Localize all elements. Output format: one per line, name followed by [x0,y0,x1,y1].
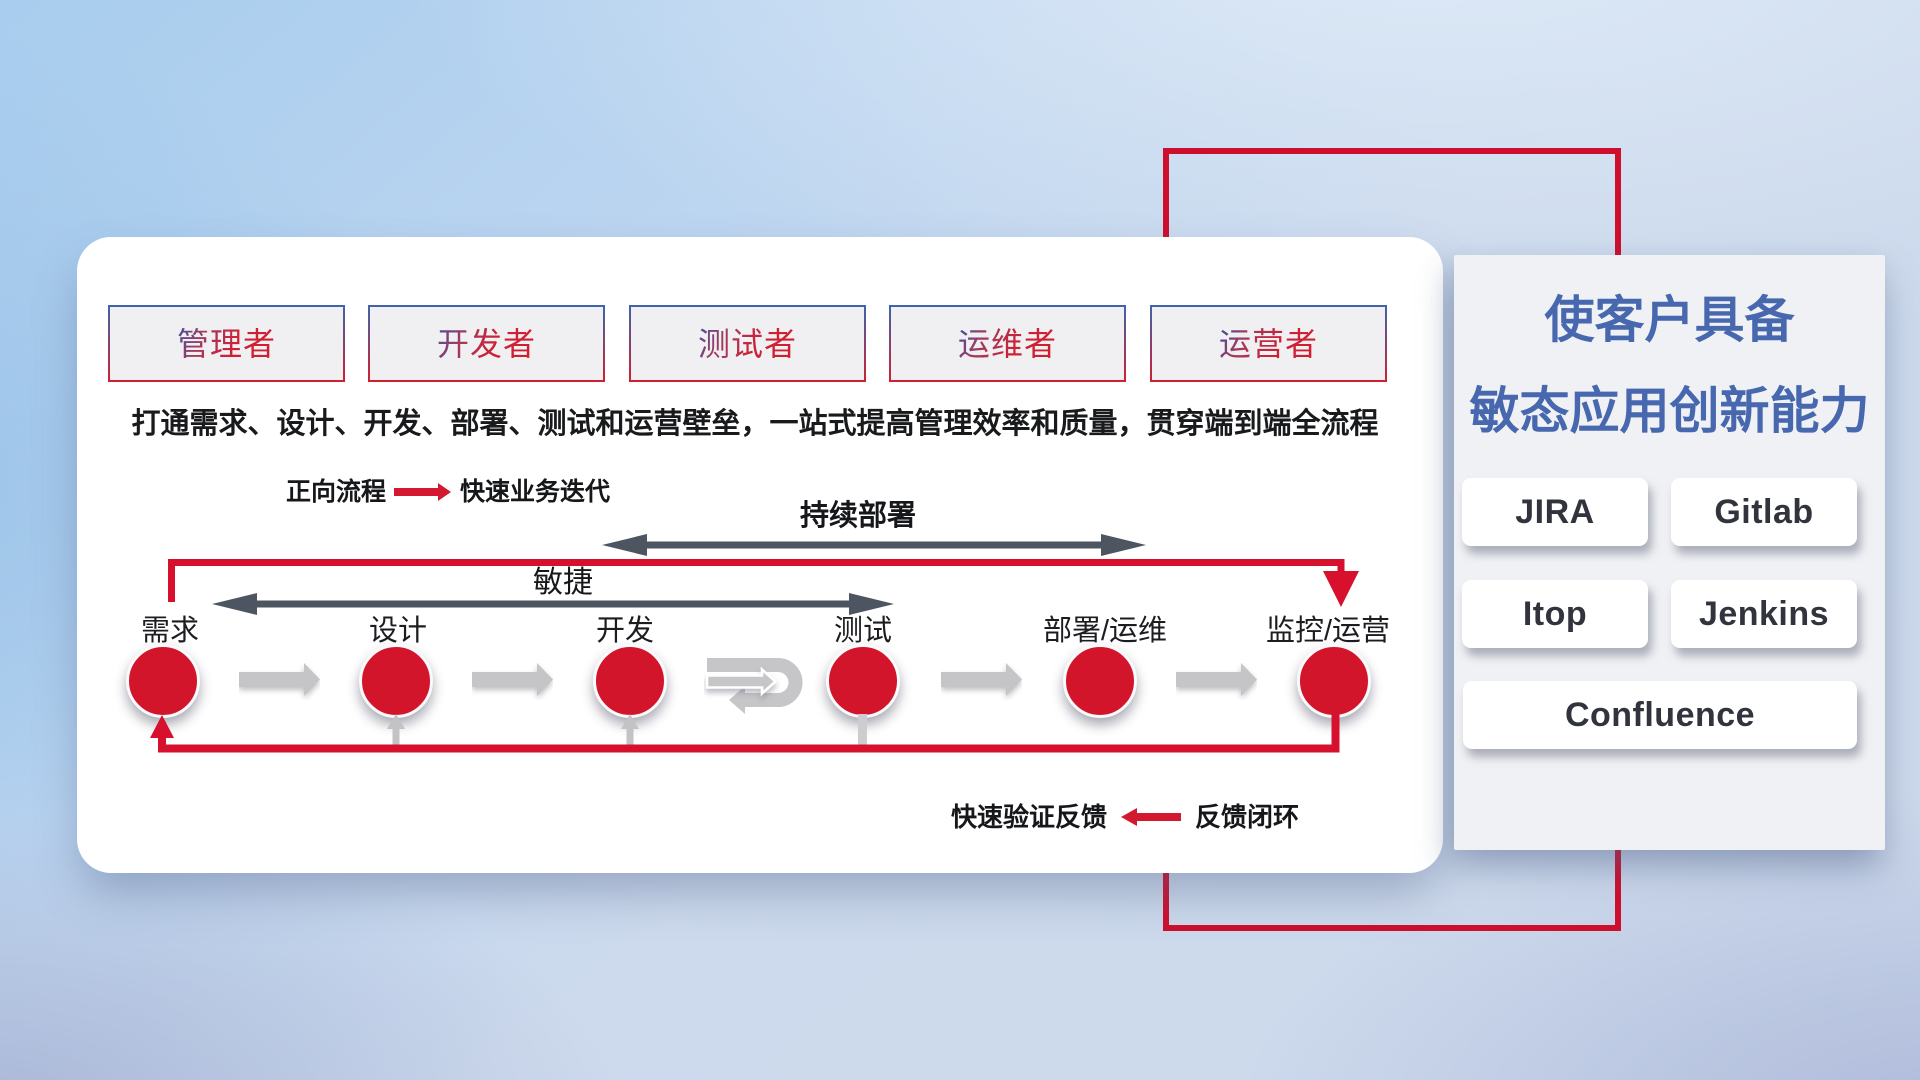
node-label-develop: 开发 [595,615,654,647]
role-box-manager: 管理者 [108,305,345,382]
role-label: 管理者 [176,325,276,362]
node-circle-deploy-ops [1063,644,1137,718]
up-arrow-icon [387,714,405,752]
agile-arrow-icon [212,593,894,615]
step-arrow-icon [1176,663,1257,696]
legend-feedback: 快速验证反馈 反馈闭环 [951,803,1299,831]
role-label: 开发者 [436,325,536,362]
tool-chip-confluence: Confluence [1463,681,1857,749]
role-label: 测试者 [697,325,797,362]
node-circle-requirement [126,644,200,718]
role-label: 运营者 [1218,325,1318,362]
role-label: 运维者 [957,325,1057,362]
up-arrow-icon [621,714,639,752]
process-subtitle: 打通需求、设计、开发、部署、测试和运营壁垒，一站式提高管理效率和质量，贯穿端到端… [131,408,1379,440]
iteration-loop-icon [705,658,803,714]
test-stem-line [858,714,867,749]
node-label-design: 设计 [368,615,427,647]
role-box-developer: 开发者 [368,305,605,382]
node-label-monitor-op: 监控/运营 [1265,615,1391,647]
tool-label: Itop [1522,594,1588,633]
feedback-loop-path-icon [150,714,1340,753]
node-label-requirement: 需求 [140,615,199,647]
forward-arrow-icon [394,483,452,501]
tool-chip-jira: JIRA [1462,478,1648,546]
panel-title-line1: 使客户具备 [1544,292,1795,348]
step-arrow-icon [239,663,320,696]
panel-title-line2: 敏态应用创新能力 [1469,383,1870,439]
agile-label: 敏捷 [533,566,593,599]
legend-forward-flow: 正向流程 快速业务迭代 [286,478,610,506]
node-circle-test [826,644,900,718]
tool-chip-itop: Itop [1462,580,1648,648]
step-arrow-icon [472,663,553,696]
tool-label: Jenkins [1698,594,1830,633]
tool-label: Confluence [1564,695,1756,734]
role-box-operator: 运营者 [1150,305,1387,382]
tool-chip-gitlab: Gitlab [1671,478,1857,546]
continuous-deploy-arrow-icon [602,534,1146,556]
forward-loop-path-icon [168,559,1359,607]
continuous-deploy-label: 持续部署 [799,500,916,532]
step-arrow-icon [941,663,1022,696]
role-box-ops: 运维者 [889,305,1126,382]
node-label-deploy-ops: 部署/运维 [1042,615,1168,647]
legend-feedback-label: 反馈闭环 [1195,802,1300,832]
feedback-arrow-icon [1121,808,1182,826]
role-box-tester: 测试者 [629,305,866,382]
legend-forward-label: 正向流程 [286,477,387,506]
tool-chip-jenkins: Jenkins [1671,580,1857,648]
node-label-test: 测试 [833,615,892,647]
legend-feedback-result: 快速验证反馈 [951,802,1108,832]
tool-label: Gitlab [1714,492,1814,531]
tool-label: JIRA [1515,492,1595,531]
legend-forward-result: 快速业务迭代 [460,477,611,506]
capability-panel [1454,255,1885,850]
